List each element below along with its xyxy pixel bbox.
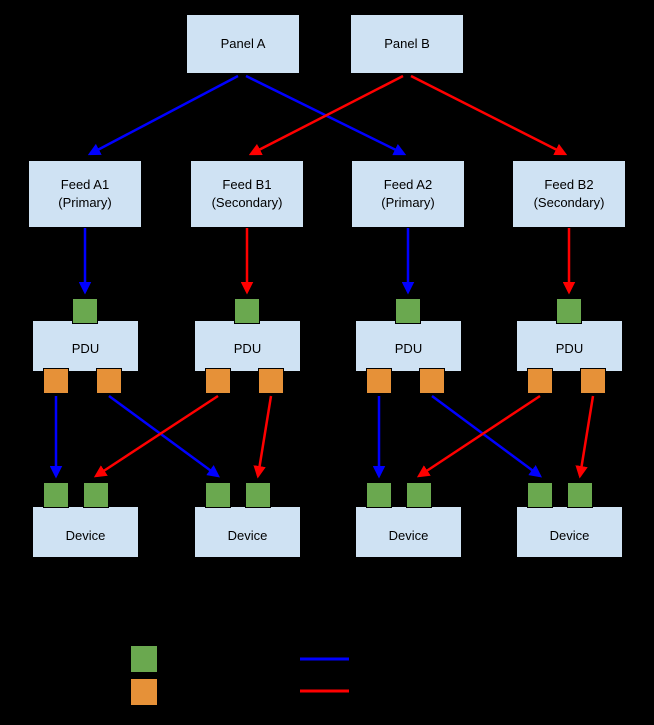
arrow-pdu3-to-device4 <box>431 394 543 478</box>
arrow-pdu4-to-device4 <box>575 395 595 479</box>
device1-input-port-right <box>83 482 109 508</box>
feed-b2-node: Feed B2 (Secondary) <box>512 160 626 228</box>
pdu3-node: PDU <box>355 320 462 372</box>
pdu1-node: PDU <box>32 320 139 372</box>
arrow-panel-a-to-feed-a2 <box>245 74 407 156</box>
device1-node: Device <box>32 506 139 558</box>
legend-input-port-swatch <box>130 645 158 673</box>
feed-a2-role: (Primary) <box>381 195 435 210</box>
pdu1-label: PDU <box>71 341 100 356</box>
pdu3-label: PDU <box>394 341 423 356</box>
device2-input-port-left <box>205 482 231 508</box>
device2-node: Device <box>194 506 301 558</box>
device3-label: Device <box>388 528 429 543</box>
device1-input-port-left <box>43 482 69 508</box>
device2-label: Device <box>227 528 268 543</box>
device4-input-port-right <box>567 482 593 508</box>
feed-a1-name: Feed A1 <box>60 177 110 192</box>
pdu2-output-port-left <box>205 368 231 394</box>
pdu4-input-port <box>556 298 582 324</box>
arrow-pdu4-to-device3 <box>416 394 541 478</box>
pdu1-output-port-right <box>96 368 122 394</box>
pdu4-label: PDU <box>555 341 584 356</box>
feed-b1-role: (Secondary) <box>211 195 283 210</box>
arrow-panel-b-to-feed-b1 <box>248 74 404 156</box>
feed-a2-node: Feed A2 (Primary) <box>351 160 465 228</box>
pdu2-node: PDU <box>194 320 301 372</box>
arrow-panel-b-to-feed-b2 <box>410 74 568 156</box>
pdu3-output-port-right <box>419 368 445 394</box>
arrow-pdu1-to-device2 <box>108 394 221 478</box>
device3-input-port-left <box>366 482 392 508</box>
pdu4-node: PDU <box>516 320 623 372</box>
panel-a-node: Panel A <box>186 14 300 74</box>
device3-node: Device <box>355 506 462 558</box>
pdu4-output-port-left <box>527 368 553 394</box>
feed-b2-name: Feed B2 <box>544 177 594 192</box>
arrow-panel-a-to-feed-a1 <box>87 74 239 156</box>
feed-a2-name: Feed A2 <box>383 177 433 192</box>
pdu2-input-port <box>234 298 260 324</box>
pdu2-output-port-right <box>258 368 284 394</box>
device2-input-port-right <box>245 482 271 508</box>
device1-label: Device <box>65 528 106 543</box>
feed-a1-role: (Primary) <box>58 195 112 210</box>
pdu1-output-port-left <box>43 368 69 394</box>
pdu2-label: PDU <box>233 341 262 356</box>
pdu4-output-port-right <box>580 368 606 394</box>
device3-input-port-right <box>406 482 432 508</box>
feed-b2-role: (Secondary) <box>533 195 605 210</box>
feed-b1-node: Feed B1 (Secondary) <box>190 160 304 228</box>
feed-a1-node: Feed A1 (Primary) <box>28 160 142 228</box>
pdu3-output-port-left <box>366 368 392 394</box>
legend-output-port-swatch <box>130 678 158 706</box>
feed-b1-name: Feed B1 <box>222 177 272 192</box>
device4-input-port-left <box>527 482 553 508</box>
panel-b-node: Panel B <box>350 14 464 74</box>
device4-label: Device <box>549 528 590 543</box>
pdu3-input-port <box>395 298 421 324</box>
device4-node: Device <box>516 506 623 558</box>
panel-a-label: Panel A <box>220 36 266 51</box>
panel-b-label: Panel B <box>384 36 430 51</box>
pdu1-input-port <box>72 298 98 324</box>
arrow-pdu2-to-device2 <box>253 395 273 479</box>
arrow-pdu2-to-device1 <box>93 394 219 478</box>
